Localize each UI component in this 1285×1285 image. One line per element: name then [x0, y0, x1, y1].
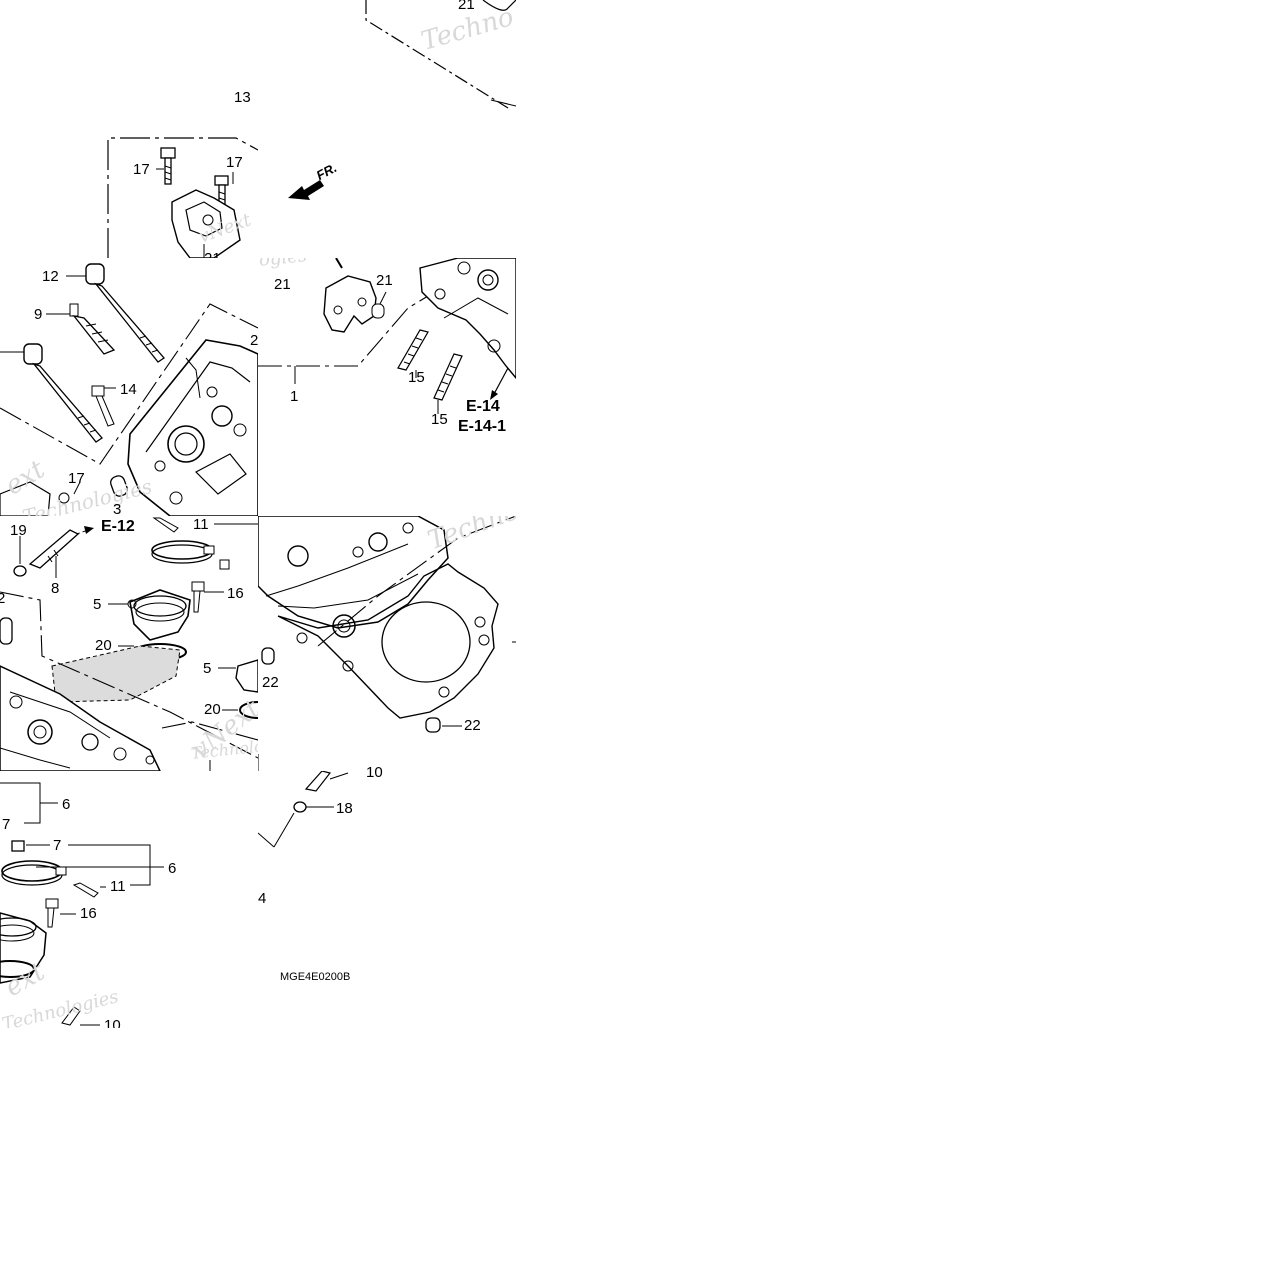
- callout-14: 14: [120, 381, 137, 398]
- callout-17: 17: [68, 470, 85, 487]
- tile-left-middle-drawing: [0, 263, 258, 516]
- tile-bottom-left-drawing: [0, 782, 164, 1026]
- callout-21: 21: [204, 251, 221, 258]
- tile-center-lower: Techno 22 22: [258, 516, 516, 771]
- callout-18: 18: [336, 800, 353, 817]
- callout-17: 17: [133, 161, 150, 178]
- callout-21: 21: [376, 272, 393, 289]
- callout-8: 8: [51, 580, 60, 597]
- callout-9: 9: [34, 306, 43, 323]
- callout-10: 10: [366, 764, 383, 781]
- callout-1: 1: [290, 388, 299, 405]
- callout-2: 2: [250, 332, 258, 349]
- tile-left-lower: vNext Technologies 11 E-12 19 8 5 16 20 …: [0, 516, 258, 771]
- callout-22: 22: [262, 674, 279, 691]
- callout-4: 4: [258, 890, 267, 907]
- callout-12: 12: [42, 268, 59, 285]
- spark-plug-9: [69, 303, 116, 355]
- callout-10: 10: [104, 1017, 121, 1028]
- callout-15: 15: [408, 369, 425, 386]
- callout-17: 17: [226, 154, 243, 171]
- tile-bottom-center: 18: [258, 771, 358, 851]
- callout-11: 11: [110, 878, 126, 895]
- bolt-14: [91, 385, 115, 427]
- callout-7: 7: [2, 816, 11, 833]
- callout-19: 19: [10, 522, 27, 539]
- tile-upper-left-drawing: [107, 137, 258, 258]
- tile-bottom-center-drawing: [258, 771, 349, 848]
- tile-center-upper: ogies 21 21 1 15 15 E-14 E-14-1: [258, 258, 516, 516]
- tile-top-strip-drawing: [365, 0, 516, 109]
- tile-left-lower-drawing: [0, 517, 258, 771]
- tile-top-strip: Techno 21: [258, 0, 516, 110]
- catalog-code: MGE4E0200B: [280, 971, 351, 983]
- front-arrow-icon: [288, 180, 324, 200]
- tile-left-middle: ext Technologies 12 9 14 17 3 2: [0, 258, 258, 516]
- callout-21: 21: [458, 0, 475, 13]
- callout-5: 5: [203, 660, 212, 677]
- stud-15-lower: [433, 353, 463, 401]
- front-direction-marker: FR.: [282, 160, 352, 206]
- callout-5: 5: [93, 596, 102, 613]
- tile-center-upper-drawing: [258, 258, 516, 414]
- bolt-17-left: [160, 147, 176, 185]
- callout-6: 6: [62, 796, 71, 813]
- callout-13: 13: [234, 89, 251, 106]
- callout-22: 22: [464, 717, 481, 734]
- reference-e14[interactable]: E-14: [466, 398, 500, 415]
- callout-16: 16: [80, 905, 97, 922]
- tile-center-lower-drawing: [258, 516, 516, 771]
- callout-7: 7: [53, 837, 62, 854]
- callout-20: 20: [95, 637, 112, 654]
- reference-e12[interactable]: E-12: [101, 518, 135, 535]
- reference-e14-1[interactable]: E-14-1: [458, 418, 507, 435]
- callout-3: 3: [113, 501, 122, 516]
- callout-21: 21: [274, 276, 291, 293]
- callout-2: 2: [0, 590, 6, 607]
- callout-16: 16: [227, 585, 244, 602]
- callout-11: 11: [193, 516, 209, 533]
- long-bolt-lower: [23, 343, 103, 443]
- callout-15: 15: [431, 411, 448, 428]
- tile-bottom-left: ext Technologies 6 7 7 6 11 16 10: [0, 771, 258, 1028]
- long-bolt-12: [85, 263, 165, 363]
- callout-6: 6: [168, 860, 177, 877]
- stud-15-upper: [397, 329, 429, 371]
- callout-20: 20: [204, 701, 221, 718]
- tile-upper-left: vNext 17 17 21: [0, 110, 258, 258]
